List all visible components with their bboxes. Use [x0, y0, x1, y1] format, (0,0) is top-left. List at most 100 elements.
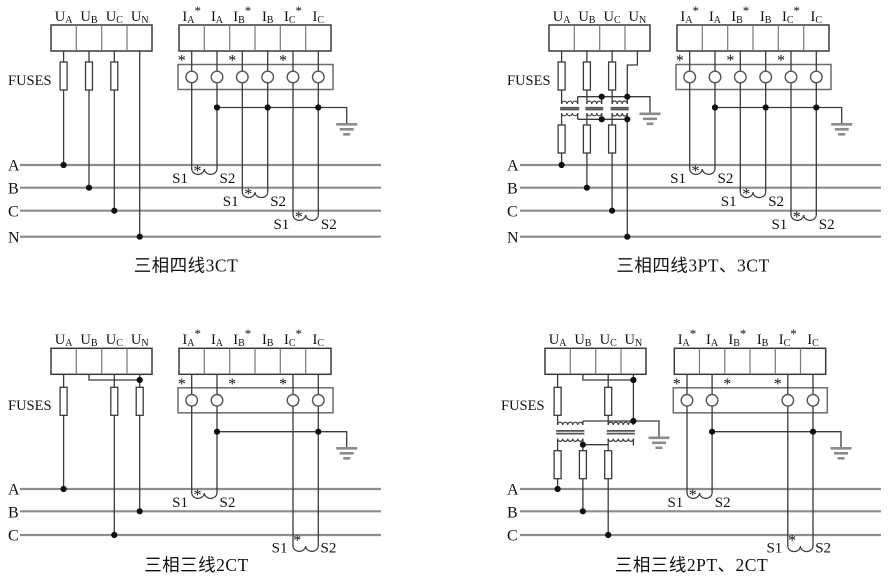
- current-terminal-label: IC*: [782, 3, 800, 26]
- current-terminal-label: IC: [313, 332, 325, 349]
- voltage-terminal-label: UA: [55, 9, 73, 26]
- ct-star: *: [194, 487, 202, 504]
- polarity-star: *: [178, 376, 186, 393]
- fuse-icon: [553, 386, 562, 416]
- current-terminal-label: IB: [262, 9, 274, 26]
- voltage-terminal-label: UA: [55, 332, 73, 349]
- voltage-terminal-label: UN: [629, 9, 647, 26]
- phase-label-b: B: [8, 180, 19, 197]
- terminal-blocks: [50, 347, 334, 414]
- ct-s2-label: S2: [819, 217, 835, 233]
- fuse-icon: [59, 386, 68, 416]
- ground-icon: [334, 123, 359, 136]
- voltage-terminal-label: UC: [600, 332, 617, 349]
- phase-label-b: B: [8, 504, 19, 521]
- fuse-icon: [604, 386, 613, 416]
- ground-icon: [647, 436, 671, 450]
- panel-three-phase-three-wire-2pt-2ct: UA UB UC UN IA* IA IB* IB IC* IC * * * F…: [445, 294, 889, 587]
- terminal-strip-circles: [680, 393, 820, 407]
- ct-s1-label: S1: [721, 194, 737, 210]
- phase-bus-lines: [520, 163, 881, 238]
- current-terminal-label: IB: [760, 9, 772, 26]
- ct-star: *: [793, 209, 801, 226]
- phase-bus-lines: [20, 487, 381, 537]
- diagram-caption: 三相四线3PT、3CT: [616, 256, 769, 276]
- pt-transformer-icon: [585, 100, 604, 117]
- polarity-star: *: [726, 53, 734, 70]
- fuses-label: FUSES: [8, 398, 52, 414]
- ct-s2-label: S2: [321, 541, 337, 557]
- current-terminal-label: IB*: [728, 326, 746, 349]
- ground-icon: [829, 123, 854, 136]
- polarity-star: *: [228, 53, 236, 70]
- ct-coil-icon: [241, 191, 269, 199]
- phase-label-c: C: [8, 203, 19, 220]
- terminal-blocks: [50, 24, 334, 91]
- phase-bus-lines: [20, 163, 381, 238]
- junction-dots: [558, 93, 820, 240]
- polarity-star: *: [676, 53, 684, 70]
- ct-s1-label: S1: [172, 171, 188, 187]
- ct-s2-label: S2: [270, 194, 286, 210]
- ct-star: *: [244, 186, 252, 203]
- diagram-caption: 三相四线3CT: [134, 256, 239, 276]
- ct-star: *: [788, 533, 796, 550]
- ct-s2-label: S2: [715, 495, 731, 511]
- fuse-icon: [607, 61, 617, 91]
- voltage-terminal-label: UN: [131, 332, 149, 349]
- ct-s1-label: S1: [272, 541, 288, 557]
- current-terminal-label: IA*: [680, 3, 699, 26]
- fuse-icon: [84, 61, 94, 91]
- current-terminal-label: IB*: [233, 326, 251, 349]
- phase-label-c: C: [507, 203, 518, 220]
- ct-coil-icon: [191, 168, 218, 175]
- fuse-icon: [110, 386, 119, 416]
- ground-icon: [829, 446, 853, 460]
- panel-three-phase-four-wire-3ct: UA UB UC UN IA* IA IB* IB IC* IC * * * F…: [0, 0, 445, 294]
- voltage-terminal-label: UC: [604, 9, 621, 26]
- current-terminal-label: IB: [757, 332, 769, 349]
- phase-label-a: A: [507, 482, 519, 499]
- junction-dots: [60, 376, 322, 539]
- ct-star: *: [742, 186, 750, 203]
- pt-transformer-icon: [560, 100, 580, 117]
- ct-s1-label: S1: [766, 541, 782, 557]
- current-terminal-label: IA*: [182, 326, 201, 349]
- fuse-icon: [607, 124, 617, 154]
- ct-s1-label: S1: [670, 171, 686, 187]
- ct-s1-label: S1: [273, 217, 289, 233]
- voltage-terminal-label: UB: [80, 332, 97, 349]
- wiring-lines: [556, 374, 842, 553]
- diagram-canvas-p2: UA UB UC UN IA* IA IB* IB IC* IC * * * F…: [507, 3, 881, 276]
- diagram-canvas-p3: UA UB UC UN IA* IA IB* IB IC* IC * * * F…: [8, 326, 381, 575]
- ct-star: *: [293, 533, 301, 550]
- fuse-icon: [604, 450, 613, 480]
- ct-coil-icon: [292, 545, 319, 552]
- voltage-terminal-label: UN: [625, 332, 643, 349]
- polarity-star: *: [723, 376, 731, 393]
- terminal-strip-circles: [185, 70, 325, 84]
- fuse-icon: [59, 61, 68, 91]
- phase-label-c: C: [8, 528, 19, 545]
- current-terminal-label: IB*: [233, 3, 251, 26]
- panel-three-phase-four-wire-3pt-3ct: UA UB UC UN IA* IA IB* IB IC* IC * * * F…: [445, 0, 889, 294]
- voltage-terminal-label: UC: [106, 9, 123, 26]
- diagram-caption: 三相三线2CT: [144, 555, 249, 575]
- polarity-star: *: [673, 376, 681, 393]
- voltage-terminal-label: UC: [106, 332, 123, 349]
- diagram-canvas-p1: UA UB UC UN IA* IA IB* IB IC* IC * * * F…: [8, 3, 381, 276]
- fuse-icon: [553, 450, 562, 480]
- fuse-symbols: [59, 61, 119, 91]
- ct-coil-icon: [191, 492, 218, 499]
- polarity-star: *: [279, 376, 287, 393]
- ct-coil-icon: [689, 168, 716, 175]
- phase-label-c: C: [507, 528, 518, 545]
- ct-coil-icon: [686, 492, 713, 499]
- ct-s2-label: S2: [321, 217, 337, 233]
- terminal-strip-circles: [683, 70, 823, 84]
- ct-s2-label: S2: [768, 194, 784, 210]
- fuse-icon: [557, 124, 566, 154]
- pt-transformer-icon: [556, 421, 585, 442]
- diagram-caption: 三相三线2PT、2CT: [615, 555, 768, 575]
- ground-icon: [638, 112, 662, 126]
